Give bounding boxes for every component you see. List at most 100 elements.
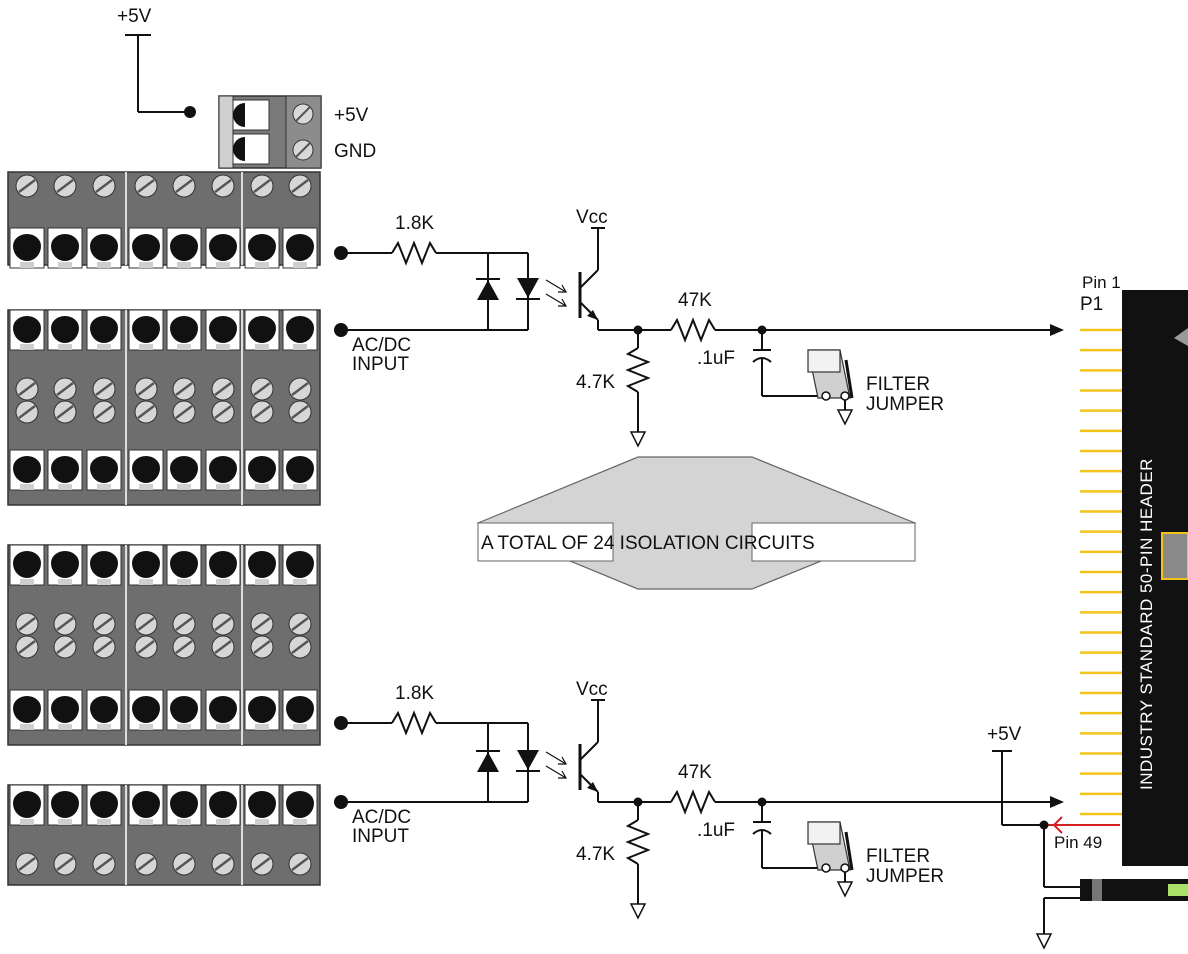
wire-clamp-icon [286,246,314,261]
wire-clamp-icon [13,708,41,723]
wire-clamp-icon [286,328,314,343]
fifty-pin-header: INDUSTRY STANDARD 50-PIN HEADER Pin 1 P1… [1046,273,1188,866]
resistor-pullup-label: 47K [678,762,712,783]
wire-clamp-icon [209,328,237,343]
resistor-pulldown-label: 4.7K [576,844,615,865]
ac-dc-label: AC/DC [352,335,411,356]
filter-label: FILTER [866,374,930,395]
resistor-pulldown-label: 4.7K [576,372,615,393]
wire-clamp-icon [13,328,41,343]
resistor-pullup-label: 47K [678,290,712,311]
wire-clamp-icon [209,563,237,578]
wire-clamp-icon [132,708,160,723]
right-supply-label: +5V [987,724,1022,745]
wire-clamp-icon [286,563,314,578]
vcc-label: Vcc [576,679,608,700]
resistor-in-label: 1.8K [395,683,434,704]
resistor-1-8k [391,240,437,266]
wire-clamp-icon [170,803,198,818]
wire-clamp-icon [90,246,118,261]
led-icon [517,278,539,298]
wire-clamp-icon [286,468,314,483]
ground-icon [629,903,647,920]
resistor-4-7k [625,819,651,865]
pin1-label: Pin 1 [1082,273,1121,292]
wire-clamp-icon [13,563,41,578]
supply-connector: +5V +5V GND [117,6,376,169]
filter-jumper-icon [807,821,854,898]
resistor-1-8k [391,710,437,736]
resistor-47k [670,317,716,343]
wire-clamp-icon [132,563,160,578]
resistor-in-label: 1.8K [395,213,434,234]
wire-clamp-icon [90,803,118,818]
wire-clamp-icon [170,468,198,483]
pin1-key-icon [1174,328,1188,346]
ac-dc-label: AC/DC [352,807,411,828]
wire-clamp-icon [51,803,79,818]
wire-clamp-icon [286,803,314,818]
pin49-label: Pin 49 [1054,833,1102,852]
wire-clamp-icon [90,708,118,723]
terminal-block-stack [7,171,321,886]
wire-clamp-icon [51,563,79,578]
header-label: INDUSTRY STANDARD 50-PIN HEADER [1137,458,1156,790]
wire-clamp-icon [51,708,79,723]
p1-label: P1 [1080,294,1103,315]
wire-clamp-icon [248,328,276,343]
cap-label: .1uF [697,820,735,841]
wire-clamp-icon [132,468,160,483]
wire-clamp-icon [286,708,314,723]
header-pin-row [1080,328,1122,816]
vcc-label: Vcc [576,207,608,228]
wire-clamp-icon [170,328,198,343]
pin49-supply: +5V [987,724,1188,950]
phototransistor-icon [578,227,605,330]
wire-clamp-icon [248,563,276,578]
banner-text: A TOTAL OF 24 ISOLATION CIRCUITS [481,533,815,554]
wire-clamp-icon [90,563,118,578]
top-supply-label: +5V [117,6,152,27]
wire-clamp-icon [51,328,79,343]
supply-node-dot [184,106,196,118]
filter-jumper-icon [807,349,854,426]
filter-label: FILTER [866,846,930,867]
wire-clamp-icon [209,468,237,483]
optocoupler-light-icon [545,279,568,307]
wire-clamp-icon [132,328,160,343]
cable-icon [1080,879,1188,901]
wire-clamp-icon [209,246,237,261]
wire-clamp-icon [248,246,276,261]
wire-clamp-icon [209,803,237,818]
wire-clamp-icon [51,246,79,261]
wire-clamp-icon [13,246,41,261]
wire-clamp-icon [170,708,198,723]
wire-clamp-icon [170,246,198,261]
phototransistor-icon [578,699,605,802]
isolation-count-banner: A TOTAL OF 24 ISOLATION CIRCUITS [476,456,917,590]
ground-icon [1035,933,1053,950]
input-label: INPUT [352,826,409,847]
wire-clamp-icon [248,468,276,483]
pin49-arrow-icon [1052,816,1063,834]
supply-gnd-label: GND [334,141,376,162]
diode-icon [477,280,499,300]
wire-clamp-icon [13,468,41,483]
diode-icon [477,752,499,772]
cap-label: .1uF [697,348,735,369]
wire-clamp-icon [13,803,41,818]
supply-plus-label: +5V [334,105,369,126]
wire-clamp-icon [132,803,160,818]
input-label: INPUT [352,354,409,375]
wire-clamp-icon [248,708,276,723]
optocoupler-light-icon [545,751,568,779]
wire-clamp-icon [248,803,276,818]
isolation-circuit-top: 1.8K Vcc 47K [334,207,1064,448]
wire-clamp-icon [132,246,160,261]
jumper-label: JUMPER [866,394,944,415]
wire-clamp-icon [170,563,198,578]
wire-clamp-icon [51,468,79,483]
ground-icon [629,431,647,448]
